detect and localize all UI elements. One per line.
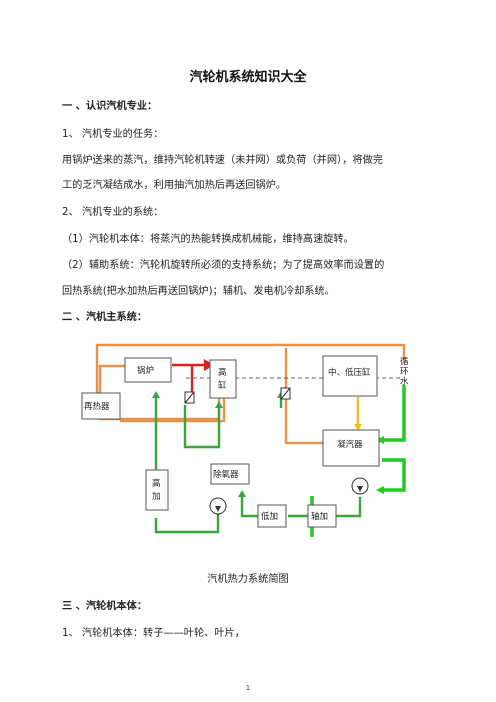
- circulating-water-label-1: 循: [400, 356, 409, 367]
- hp-turbine-label-1: 高: [218, 367, 227, 378]
- page-title: 汽轮机系统知识大全: [189, 70, 307, 85]
- section-1-heading: 一 、认识汽机专业：: [62, 101, 158, 112]
- page-number: 1: [245, 684, 251, 692]
- boiler-box: [124, 357, 172, 383]
- section-2-heading: 二 、汽机主系统：: [62, 312, 148, 323]
- section-1-1-text-line1: 用锅炉送来的蒸汽，维持汽轮机转速（未并网）或负荷（并网），将做完: [62, 155, 383, 166]
- deaerator-box: [210, 463, 250, 485]
- circulating-water-arrows: [376, 436, 384, 494]
- ip-lp-turbine-box: [322, 355, 378, 397]
- boiler-label: 锅炉: [137, 365, 154, 376]
- section-1-2-item-a: （1）汽轮机本体：将蒸汽的热能转换成机械能，维持高速旋转。: [62, 234, 354, 245]
- hp-turbine-box: [209, 359, 237, 399]
- circulating-water-label-2: 环: [400, 367, 409, 377]
- section-3-1-text: 1、 汽轮机本体：转子——叶轮、叶片，: [62, 628, 245, 639]
- deaerator-label: 除氧器: [213, 469, 239, 480]
- section-3-heading: 三 、汽轮机本体：: [62, 601, 148, 612]
- feedwater-lines: [154, 397, 362, 534]
- section-1-2-item-b-line1: （2）辅助系统：汽轮机旋转所必须的支持系统；为了提高效率而设置的: [62, 260, 385, 271]
- lp-heater-label: 低加: [261, 511, 278, 522]
- main-steam-line: [172, 358, 215, 392]
- hp-heater-label-2: 加: [152, 491, 161, 502]
- condenser-label: 凝汽器: [337, 439, 363, 450]
- shaft-heater-label: 轴加: [311, 511, 328, 522]
- section-1-2-heading: 2、 汽机专业的系统：: [62, 207, 164, 218]
- section-1-1-heading: 1、 汽机专业的任务：: [62, 129, 164, 140]
- diagram-caption: 汽机热力系统简图: [207, 574, 289, 585]
- exhaust-arrow: [354, 424, 362, 431]
- lp-heater-box: [257, 504, 287, 528]
- reheater-label: 再热器: [84, 401, 110, 412]
- ip-lp-turbine-label: 中、低压缸: [328, 367, 371, 378]
- hp-heater-label-1: 高: [152, 478, 161, 489]
- circulating-water-label-3: 水: [400, 376, 409, 387]
- section-1-1-text-line2: 工的乏汽凝结成水，利用抽汽加热后再送回锅炉。: [62, 180, 287, 191]
- section-1-2-item-b-line2: 回热系统(把水加热后再送回锅炉)；辅机、发电机冷却系统。: [62, 286, 335, 297]
- hp-heater-box: [145, 469, 169, 511]
- pump-arrows: [215, 486, 363, 512]
- hp-turbine-label-2: 缸: [218, 380, 227, 391]
- shaft-heater-box: [307, 504, 337, 528]
- reheater-box: [81, 392, 121, 420]
- condenser-box: [322, 429, 380, 467]
